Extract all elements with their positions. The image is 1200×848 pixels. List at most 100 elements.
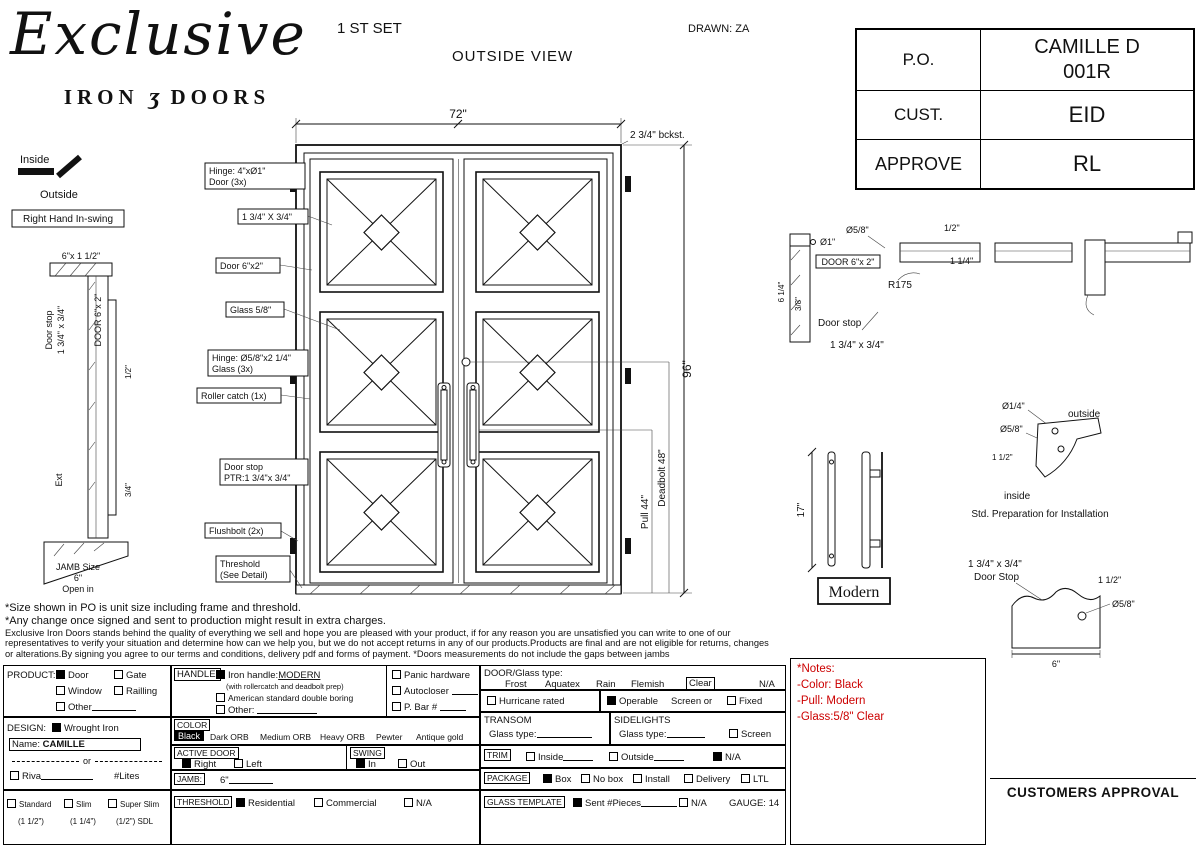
option-label: Residential [248, 798, 295, 809]
glass-rain: Rain [596, 679, 616, 690]
standard-sub: (1 1/2") [18, 817, 44, 826]
set-label: 1 ST SET [337, 20, 402, 37]
checkbox-icon [114, 686, 123, 695]
option-label: Standard [19, 800, 52, 809]
checkbox-right: Right [182, 759, 216, 770]
checkbox-icon [182, 759, 191, 768]
glass-na: N/A [759, 679, 775, 690]
dia-14-label: Ø1/4" [1002, 401, 1025, 411]
blank-line [439, 702, 466, 711]
package-label: PACKAGE [484, 772, 531, 784]
checkbox-icon [581, 774, 590, 783]
glass-type-text: Glass type: [619, 729, 667, 740]
r175-label: R175 [888, 280, 912, 291]
checkbox-left: Left [234, 759, 262, 770]
approve-label: APPROVE [857, 140, 981, 188]
sidelights-label: SIDELIGHTS [614, 715, 671, 726]
callout-text: Hinge: Ø5/8"x2 1/4" [212, 353, 291, 363]
checkbox-residential: Residential [236, 798, 295, 809]
checkbox-other-handle: Other: [216, 705, 318, 716]
gauge-label: GAUGE: 14 [729, 798, 780, 809]
package-section: PACKAGE Box No box Install Delivery LTL [480, 768, 786, 790]
dia-58-label: Ø5/8" [846, 225, 869, 235]
callout-text: Flushbolt (2x) [209, 526, 264, 536]
color-dark-orb: Dark ORB [210, 732, 249, 742]
note-line: or alterations.By signing you agree to o… [5, 648, 670, 659]
swing-outside-label: Outside [40, 189, 78, 201]
blank-line [91, 702, 136, 711]
logo-doors: DOORS [170, 85, 271, 109]
color-medium-orb: Medium ORB [260, 732, 312, 742]
checkbox-fixed: Fixed [727, 696, 762, 707]
deadbolt-height-dim: Deadbolt 48" [657, 449, 668, 507]
po-value: CAMILLE D 001R [981, 30, 1193, 90]
checkbox-american-boring: American standard double boring [216, 693, 353, 703]
hurricane-section: Hurricane rated [480, 690, 600, 712]
checkbox-install: Install [633, 774, 670, 785]
callout-text: Glass 5/8" [230, 305, 271, 315]
stop-width-dim: 6" [1052, 659, 1060, 669]
red-note-glass: -Glass:5/8" Clear [797, 711, 885, 723]
callout-hinge-door: Hinge: 4"xØ1" Door (3x) [204, 162, 306, 190]
door-width-dim: 72" [449, 107, 467, 121]
checkbox-trim-outside: Outside [609, 752, 684, 763]
jamb-size-value: 6" [220, 775, 229, 786]
glass-type-text: Glass type: [489, 729, 537, 740]
blank-line [666, 729, 705, 738]
option-label: Gate [126, 670, 147, 681]
table-row: CUST. EID [857, 90, 1193, 139]
checkbox-standard: Standard [7, 799, 51, 809]
option-label: Wrought Iron [64, 723, 119, 734]
checkbox-icon [10, 771, 19, 780]
dia-1in-label: Ø1" [820, 237, 835, 247]
blank-line [536, 729, 592, 738]
hand-label: Right Hand In-swing [23, 214, 113, 225]
option-label: Other [68, 702, 92, 713]
glass-aquatex: Aquatex [545, 679, 580, 690]
blank-line [653, 752, 684, 761]
option-label: Iron handle: [228, 670, 279, 681]
pull-handles [437, 357, 480, 468]
jamb-label: JAMB: [174, 773, 206, 785]
option-label: Riva [22, 771, 42, 782]
option-label: Delivery [696, 774, 731, 785]
jamb-half-dim: 1/2" [124, 365, 133, 379]
option-label: Autocloser [404, 686, 449, 697]
checkbox-gate: Gate [114, 670, 147, 681]
design-label: DESIGN: [7, 723, 47, 734]
checkbox-icon [633, 774, 642, 783]
callout-text: Door 6"x2" [220, 261, 263, 271]
callout-text: Door stop [224, 462, 263, 472]
option-label: Right [194, 759, 217, 770]
deadbolt-symbol [461, 357, 471, 367]
dim-614-label: 6 1/4" [777, 282, 786, 303]
approve-value: RL [1072, 151, 1102, 177]
door-height-dim: 96" [680, 360, 694, 378]
option-label: Super Slim [120, 800, 160, 809]
option-label: Install [645, 774, 670, 785]
blank-line [228, 775, 273, 784]
sidelights-section: SIDELIGHTS Glass type: Screen [610, 712, 786, 745]
callout-text: Threshold [220, 559, 260, 569]
handle-style-value: MODERN [278, 670, 321, 681]
backset-dim: 2 3/4" bckst. [630, 130, 685, 141]
po-label: P.O. [857, 30, 981, 90]
design-name-row: Name: CAMILLE [9, 738, 141, 751]
checkbox-icon [56, 686, 65, 695]
checkbox-pbar: P. Bar # [392, 702, 466, 713]
option-label: Window [68, 686, 102, 697]
prep-detail: Ø1/4" outside Ø5/8" 1 1/2" inside Std. P… [971, 401, 1108, 520]
swing-label: SWING [350, 747, 385, 759]
checkbox-railling: Railling [114, 686, 157, 697]
checkbox-icon [392, 670, 401, 679]
checkbox-icon [56, 702, 65, 711]
product-label: PRODUCT: [7, 670, 56, 681]
prep-outside-label: outside [1068, 409, 1101, 420]
threshold-label: THRESHOLD [174, 796, 233, 808]
color-pewter: Pewter [376, 732, 403, 742]
red-note-color: -Color: Black [797, 679, 863, 691]
callout-text: Glass (3x) [212, 364, 253, 374]
option-label: Railling [126, 686, 158, 697]
checkbox-no-box: No box [581, 774, 623, 785]
